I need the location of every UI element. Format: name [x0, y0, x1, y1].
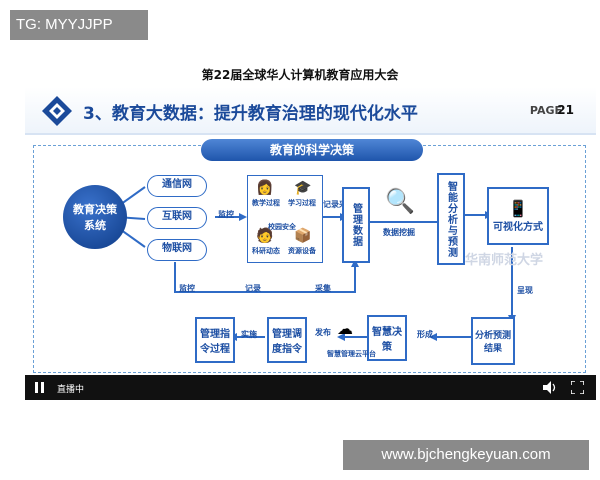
page-label: PAGE	[529, 104, 562, 117]
visualize-box: 📱 可视化方式	[487, 187, 549, 245]
label-implement: 实施	[241, 330, 257, 339]
volume-icon[interactable]	[543, 381, 557, 394]
visualize-label: 可视化方式	[493, 222, 543, 233]
student-icon: 🎓	[294, 180, 312, 196]
slide-heading: 3、教育大数据：提升教育治理的现代化水平	[83, 104, 418, 124]
label-present: 呈现	[517, 286, 533, 295]
panel-item-learning: 学习过程	[288, 199, 316, 207]
label-publish: 发布	[315, 328, 331, 337]
label-monitor-2: 监控	[179, 284, 195, 293]
label-form: 形成	[417, 330, 433, 339]
teacher-icon: 👩	[256, 180, 274, 196]
tablet-chart-icon: 📱	[508, 199, 528, 218]
dispatch-command-box: 管理调度指令	[267, 317, 307, 363]
label-record: 记录	[245, 284, 261, 293]
cloud-telecom: 通信网	[147, 175, 207, 197]
slide-banner: 3、教育大数据：提升教育治理的现代化水平 PAGE 21	[25, 87, 596, 135]
video-player[interactable]: 3、教育大数据：提升教育治理的现代化水平 PAGE 21 教育的科学决策	[25, 87, 596, 400]
label-data-mining: 数据挖掘	[383, 228, 415, 237]
label-record-collect: 记录采集	[323, 200, 355, 209]
pause-icon[interactable]	[35, 382, 45, 393]
fullscreen-icon[interactable]	[571, 381, 584, 394]
watermark-bottom: www.bjchengkeyuan.com	[343, 440, 589, 470]
smart-analysis-box: 智能分析与预测	[437, 173, 465, 265]
panel-item-safety: 校园安全	[268, 223, 296, 231]
panel-item-teaching: 教学过程	[252, 199, 280, 207]
player-controls: 直播中	[25, 375, 596, 400]
label-collect: 采集	[315, 284, 331, 293]
cloud-iot: 物联网	[147, 239, 207, 261]
decision-system-circle: 教育决策系统	[63, 185, 127, 249]
panel-item-resources: 资源设备	[288, 247, 316, 255]
cloud-platform-label: 智慧管理云平台	[327, 350, 376, 358]
live-label: 直播中	[57, 385, 85, 395]
analysis-result-box: 分析预测结果	[471, 317, 515, 365]
smart-decision-box: 智慧决策	[367, 315, 407, 361]
label-monitor-1: 监控	[218, 210, 234, 219]
diamond-logo-icon	[42, 96, 72, 126]
device-icon: 📦	[294, 228, 312, 244]
cloud-internet: 互联网	[147, 207, 207, 229]
researcher-icon: 🧑	[256, 228, 274, 244]
watermark-top: TG: MYYJJPP	[10, 10, 148, 40]
cloud-platform-icon: ☁	[337, 319, 353, 338]
manage-data-box: 管理数据	[342, 187, 370, 263]
page-title: 第22届全球华人计算机教育应用大会	[201, 68, 399, 82]
slide: 3、教育大数据：提升教育治理的现代化水平 PAGE 21 教育的科学决策	[25, 87, 596, 375]
source-panel: 教学过程 学习过程 校园安全 科研动态 资源设备 👩 🎓 🧑 📦	[247, 175, 323, 263]
command-process-box: 管理指令过程	[195, 317, 235, 363]
page-number: 21	[557, 103, 574, 117]
section-pill: 教育的科学决策	[201, 139, 423, 161]
university-seal-watermark: 华南师范大学	[465, 253, 544, 268]
mining-magnifier-icon: 🔍	[385, 187, 415, 215]
panel-item-research: 科研动态	[252, 247, 280, 255]
